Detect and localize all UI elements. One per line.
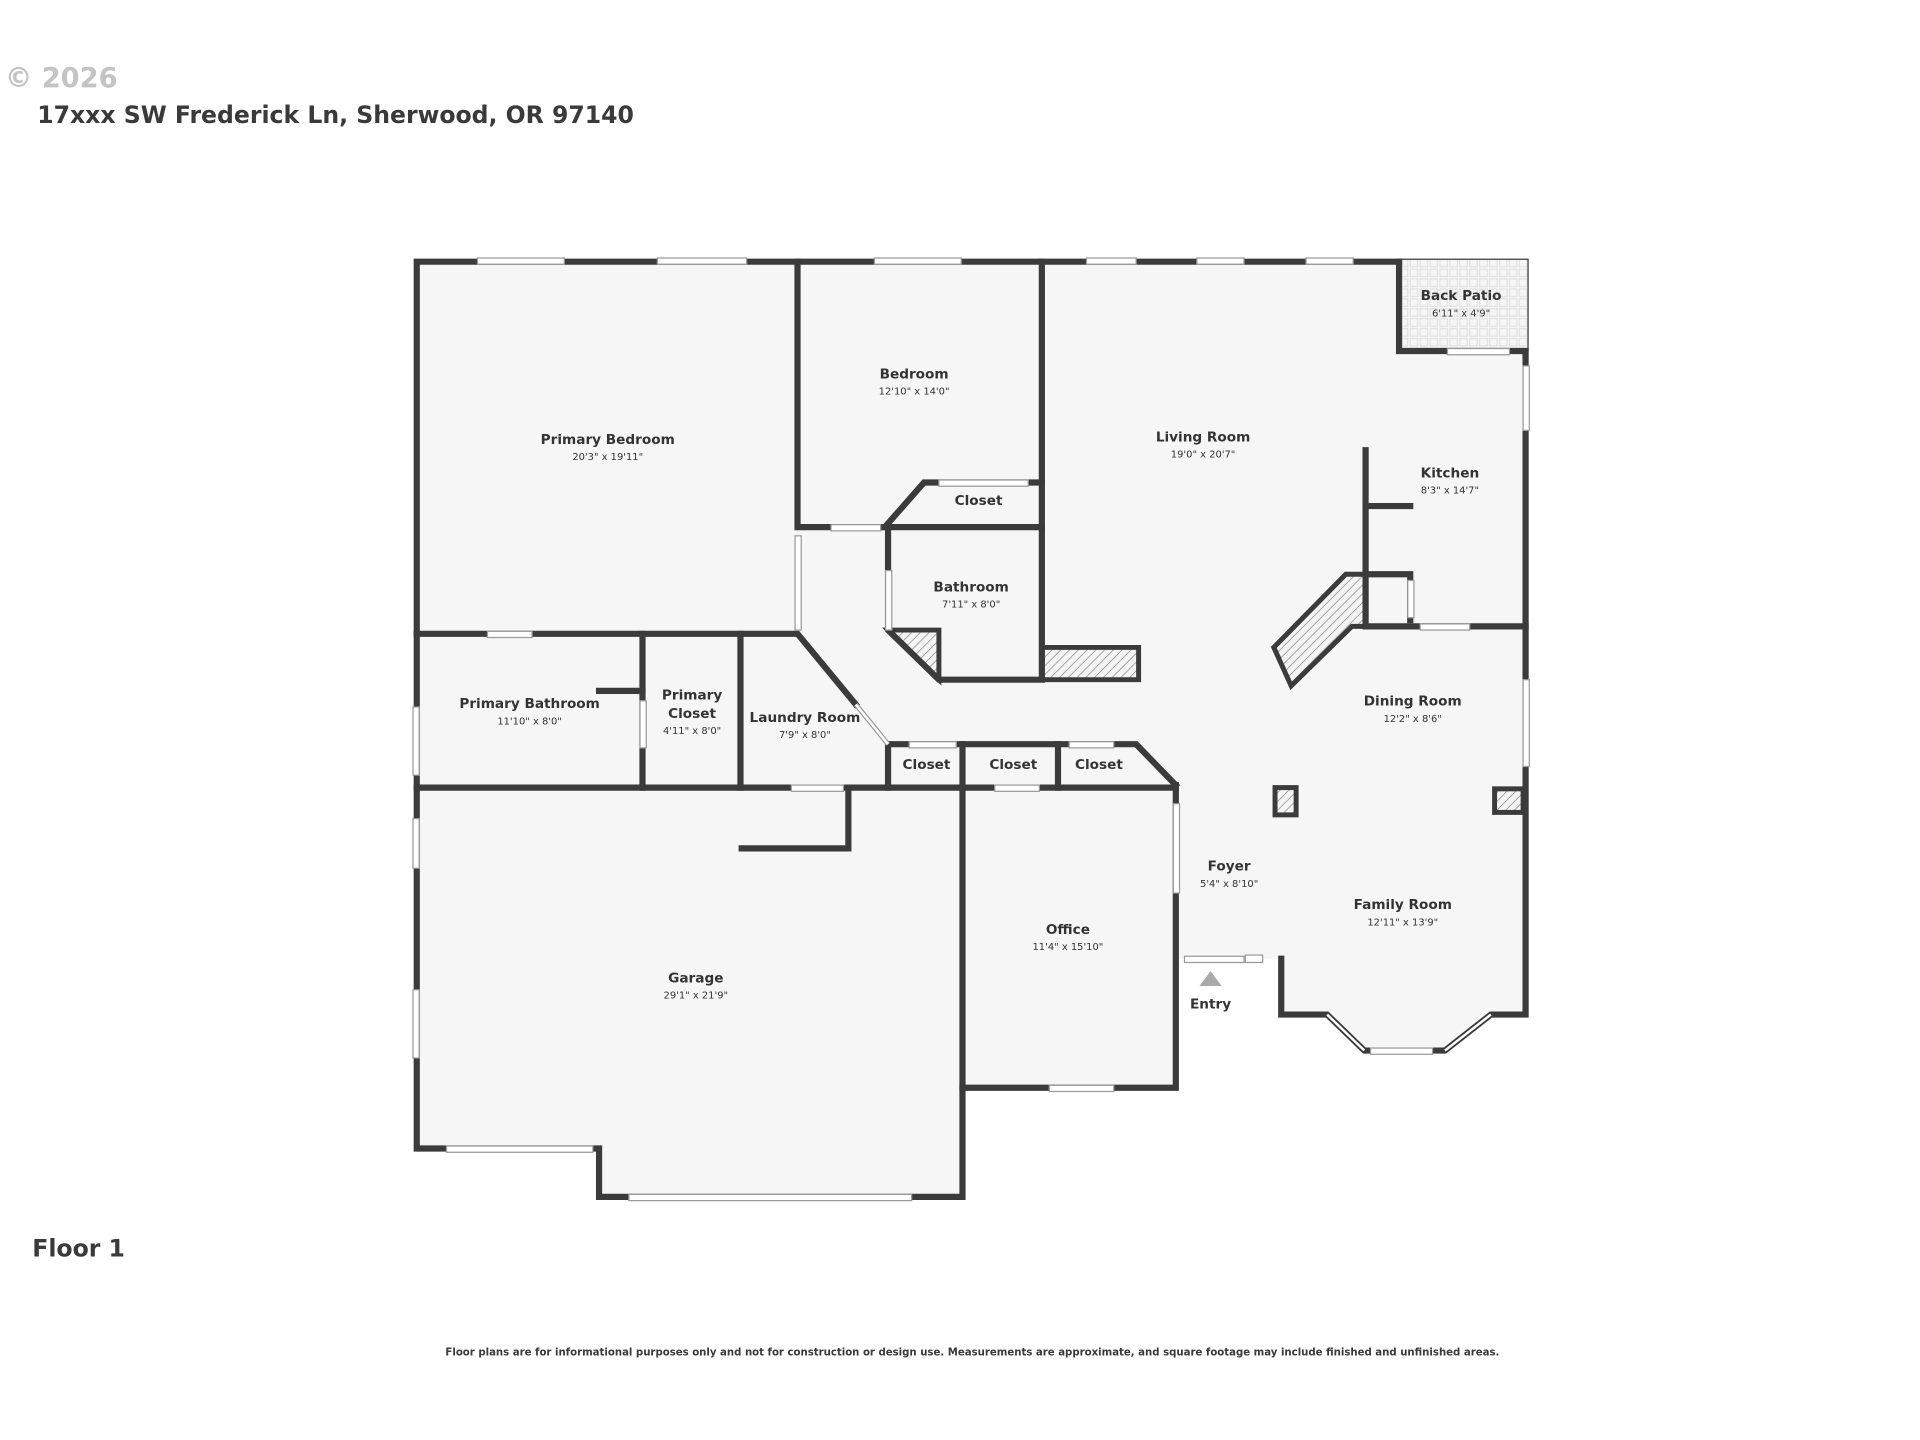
floor-fill <box>416 258 1529 1197</box>
room-dims: 4'11" x 8'0" <box>663 726 721 737</box>
room-primary-closet: Primary <box>662 688 722 704</box>
room-labels: Primary Bedroom 20'3" x 19'11" Bedroom 1… <box>459 288 1501 1001</box>
page-title-address: 17xxx SW Frederick Ln, Sherwood, OR 9714… <box>37 101 634 129</box>
entry-arrow-icon <box>1199 971 1222 987</box>
windows <box>412 257 1530 1202</box>
watermark: © 2026 <box>5 63 118 94</box>
room-office: Office <box>1046 922 1090 938</box>
room-back-patio: Back Patio <box>1421 288 1502 304</box>
room-bedroom: Bedroom <box>880 366 949 382</box>
room-dims: 12'2" x 8'6" <box>1384 714 1442 725</box>
column-left <box>1272 785 1299 818</box>
room-dining-room: Dining Room <box>1364 694 1462 710</box>
room-closet: Closet <box>955 493 1003 509</box>
room-primary-closet-line2: Closet <box>668 706 716 722</box>
room-foyer: Foyer <box>1208 859 1251 875</box>
room-closet: Closet <box>1075 757 1123 773</box>
back-patio-area <box>1398 258 1529 352</box>
room-dims: 12'10" x 14'0" <box>879 386 950 397</box>
room-primary-bedroom: Primary Bedroom <box>541 432 675 448</box>
fireplace-hatch <box>1039 644 1142 683</box>
floor-label: Floor 1 <box>32 1234 125 1262</box>
room-dims: 7'9" x 8'0" <box>779 730 831 741</box>
room-dims: 12'11" x 13'9" <box>1367 917 1438 928</box>
room-family-room: Family Room <box>1354 897 1452 913</box>
room-dims: 8'3" x 14'7" <box>1421 486 1479 497</box>
room-closet: Closet <box>989 757 1037 773</box>
room-closet: Closet <box>903 757 951 773</box>
room-dims: 7'11" x 8'0" <box>942 600 1000 611</box>
room-dims: 5'4" x 8'10" <box>1200 879 1258 890</box>
room-primary-bathroom: Primary Bathroom <box>459 696 600 712</box>
room-bathroom: Bathroom <box>933 580 1008 596</box>
room-dims: 11'10" x 8'0" <box>497 716 562 727</box>
room-living-room: Living Room <box>1156 430 1251 446</box>
room-garage: Garage <box>668 970 723 986</box>
room-dims: 6'11" x 4'9" <box>1432 308 1490 319</box>
room-kitchen: Kitchen <box>1421 466 1479 482</box>
column-right <box>1492 786 1526 815</box>
room-dims: 11'4" x 15'10" <box>1032 942 1103 953</box>
room-laundry-room: Laundry Room <box>750 710 861 726</box>
room-dims: 20'3" x 19'11" <box>572 452 643 463</box>
room-dims: 29'1" x 21'9" <box>664 990 729 1001</box>
room-dims: 19'0" x 20'7" <box>1171 450 1236 461</box>
disclaimer: Floor plans are for informational purpos… <box>445 1348 1499 1359</box>
entry-label: Entry <box>1190 996 1231 1012</box>
